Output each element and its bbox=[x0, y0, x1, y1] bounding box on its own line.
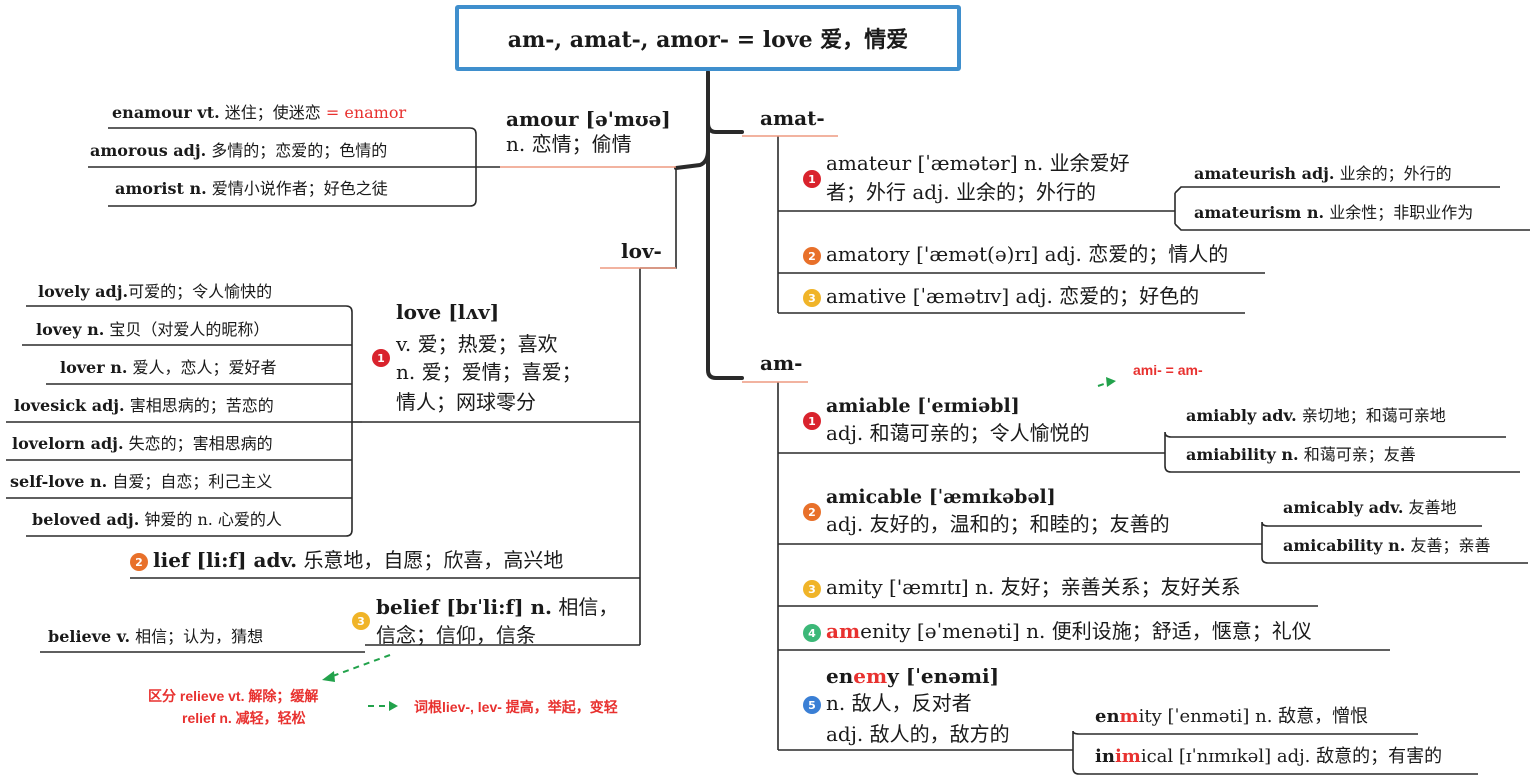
list-item: self-love n. 自爱；自恋；利己主义 bbox=[10, 472, 273, 491]
note-ami: ami- = am- bbox=[1133, 362, 1203, 378]
number-badge: 2 bbox=[803, 503, 821, 521]
branch-amat: amat- bbox=[760, 106, 825, 130]
note-relieve-2: relief n. 减轻，轻松 bbox=[182, 710, 306, 726]
amity-entry: amity ['æmɪtɪ] n. 友好；亲善关系；友好关系 bbox=[826, 575, 1241, 599]
enemy-sense-1: n. 敌人，反对者 bbox=[826, 691, 972, 715]
number-badge: 3 bbox=[352, 612, 370, 630]
belief-heading: belief [bɪˈli:f] n. 相信， bbox=[376, 595, 619, 619]
belief-sense: 信念；信仰，信条 bbox=[376, 623, 536, 647]
list-item: amorous adj. 多情的；恋爱的；色情的 bbox=[90, 141, 388, 160]
amative-entry: amative [ˈæmətɪv] adj. 恋爱的；好色的 bbox=[826, 284, 1200, 308]
amiable-heading: amiable [ˈeɪmiəbl] bbox=[826, 395, 1020, 417]
number-badge: 1 bbox=[803, 170, 821, 188]
love-heading: love [lʌv] bbox=[396, 300, 500, 324]
branch-lov: lov- bbox=[621, 239, 662, 263]
list-item: amicability n. 友善；亲善 bbox=[1283, 536, 1491, 555]
list-item: amicably adv. 友善地 bbox=[1283, 498, 1457, 517]
number-badge: 3 bbox=[803, 289, 821, 307]
list-item: lovelorn adj. 失恋的；害相思病的 bbox=[12, 434, 273, 453]
amenity-entry: amenity [əˈmenəti] n. 便利设施；舒适，惬意；礼仪 bbox=[826, 619, 1312, 643]
note-relieve-1: 区分 relieve vt. 解除；缓解 bbox=[148, 688, 319, 704]
amicable-sense: adj. 友好的，温和的；和睦的；友善的 bbox=[826, 512, 1170, 536]
list-item: lovesick adj. 害相思病的；苦恋的 bbox=[14, 396, 274, 415]
list-item: amorist n. 爱情小说作者；好色之徒 bbox=[115, 179, 388, 198]
love-sense-3: 情人；网球零分 bbox=[396, 390, 536, 414]
lief-entry: lief [li:f] adv. 乐意地，自愿；欣喜，高兴地 bbox=[153, 548, 564, 572]
amiable-sense: adj. 和蔼可亲的；令人愉悦的 bbox=[826, 421, 1090, 445]
amateur-line-2: 者；外行 adj. 业余的；外行的 bbox=[826, 180, 1096, 204]
amicable-heading: amicable [ˈæmɪkəbəl] bbox=[826, 486, 1056, 508]
list-item: lovely adj.可爱的；令人愉快的 bbox=[38, 282, 273, 301]
list-item: beloved adj. 钟爱的 n. 心爱的人 bbox=[32, 510, 282, 529]
list-item: amiably adv. 亲切地；和蔼可亲地 bbox=[1186, 406, 1446, 425]
list-item: amateurish adj. 业余的；外行的 bbox=[1194, 164, 1452, 183]
amatory-entry: amatory ['æmət(ə)rɪ] adj. 恋爱的；情人的 bbox=[826, 242, 1229, 266]
love-sense-1: v. 爱；热爱；喜欢 bbox=[396, 332, 558, 356]
love-sense-2: n. 爱；爱情；喜爱； bbox=[396, 360, 582, 384]
list-item: amiability n. 和蔼可亲；友善 bbox=[1186, 445, 1416, 464]
note-root-liev: 词根liev-, lev- 提高，举起，变轻 bbox=[414, 699, 618, 715]
list-item: lover n. 爱人，恋人；爱好者 bbox=[60, 358, 277, 377]
list-item: believe v. 相信；认为，猜想 bbox=[48, 627, 264, 646]
amateur-line-1: amateur [ˈæmətər] n. 业余爱好 bbox=[826, 151, 1130, 175]
number-badge: 4 bbox=[803, 624, 821, 642]
number-badge: 1 bbox=[803, 412, 821, 430]
number-badge: 5 bbox=[803, 696, 821, 714]
list-item: lovey n. 宝贝（对爱人的昵称） bbox=[36, 320, 270, 339]
list-item: enmity [ˈenməti] n. 敌意，憎恨 bbox=[1095, 706, 1369, 727]
branch-am: am- bbox=[760, 351, 803, 375]
list-item: amateurism n. 业余性；非职业作为 bbox=[1194, 203, 1474, 222]
enemy-sense-2: adj. 敌人的，敌方的 bbox=[826, 722, 1010, 746]
list-item: inimical [ɪˈnɪmɪkəl] adj. 敌意的；有害的 bbox=[1095, 746, 1443, 767]
list-item: enamour vt. 迷住；使迷恋 = enamor bbox=[112, 103, 407, 122]
enemy-heading: enemy [ˈenəmi] bbox=[826, 664, 1000, 688]
amour-heading: amour [ə'mʊə] bbox=[506, 107, 671, 131]
number-badge: 2 bbox=[130, 553, 148, 571]
number-badge: 2 bbox=[803, 247, 821, 265]
amour-sense: n. 恋情；偷情 bbox=[506, 132, 632, 156]
number-badge: 3 bbox=[803, 580, 821, 598]
number-badge: 1 bbox=[372, 349, 390, 367]
root-title: am-, amat-, amor- = love 爱，情爱 bbox=[455, 5, 961, 71]
